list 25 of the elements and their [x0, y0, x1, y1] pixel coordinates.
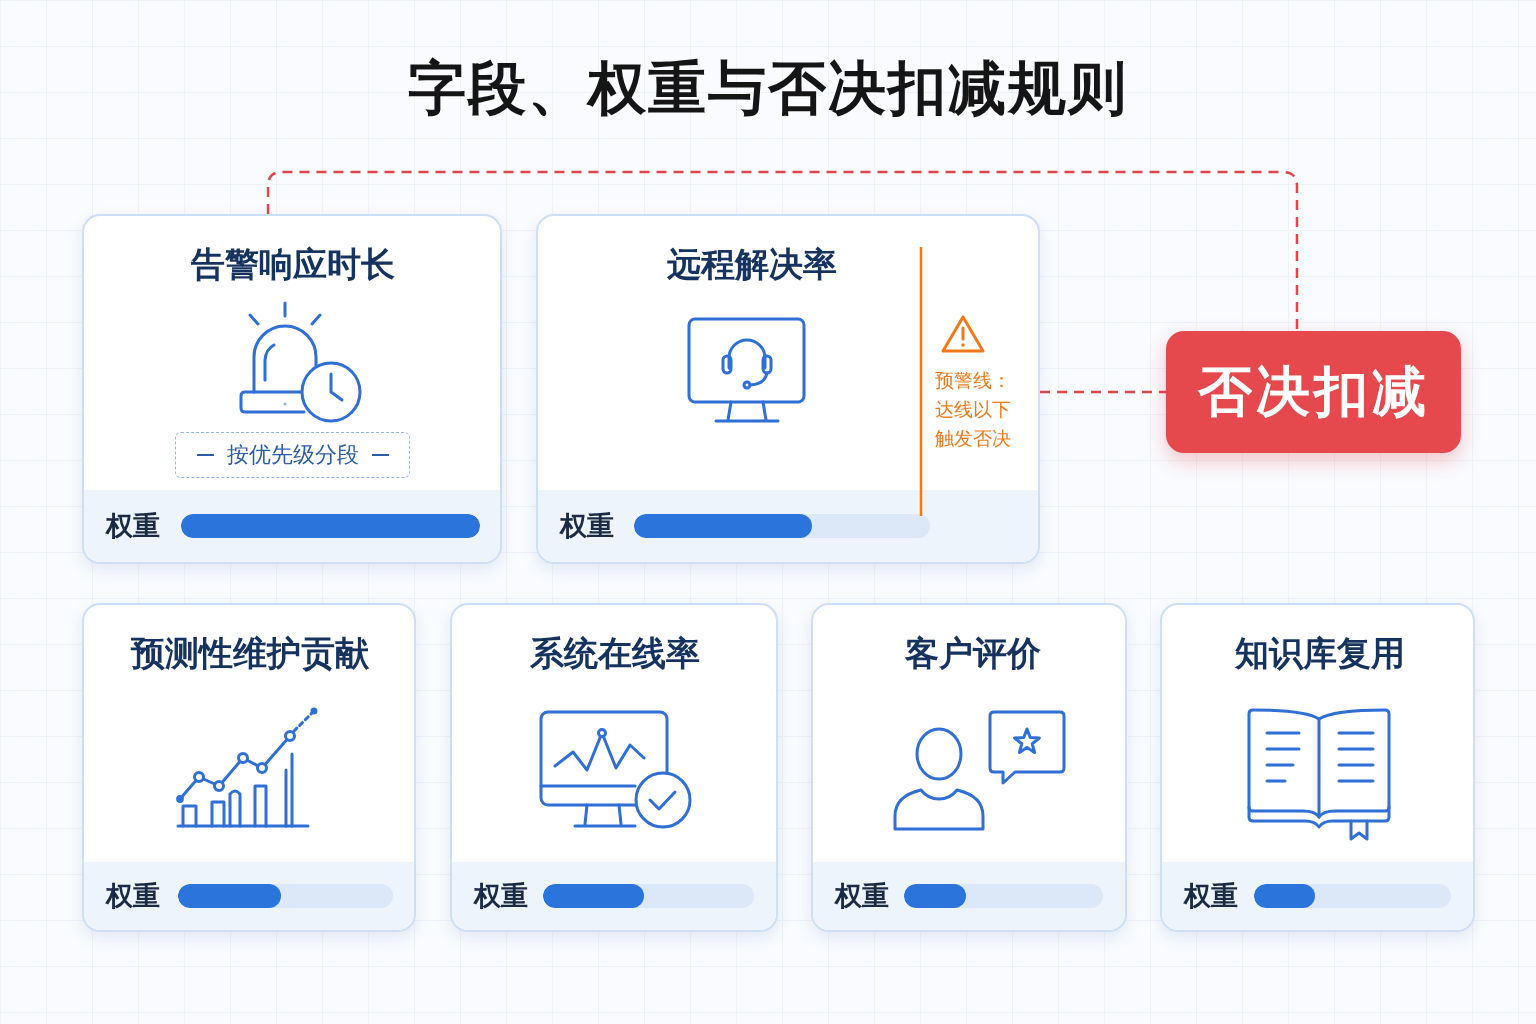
veto-label: 否决扣减	[1197, 360, 1430, 424]
weight-label: 权重	[106, 510, 160, 542]
card-title: 知识库复用	[1235, 633, 1405, 673]
weight-label: 权重	[560, 510, 614, 542]
diagram-title: 字段、权重与否决扣减规则	[408, 53, 1128, 124]
weight-label: 权重	[474, 880, 528, 912]
card-title: 告警响应时长	[191, 244, 395, 284]
metric-card	[536, 214, 1040, 564]
dashed-connector	[266, 170, 1299, 331]
card-title: 远程解决率	[667, 244, 837, 284]
dashed-connector	[1040, 390, 1166, 394]
metric-card	[811, 603, 1127, 932]
metric-card	[1160, 603, 1475, 932]
weight-label: 权重	[835, 880, 889, 912]
veto-box	[1166, 331, 1461, 453]
card-title: 系统在线率	[530, 633, 700, 673]
card-title: 预测性维护贡献	[131, 633, 369, 673]
metric-card	[82, 214, 502, 564]
metric-card	[450, 603, 778, 932]
weight-label: 权重	[1184, 880, 1238, 912]
weight-label: 权重	[106, 880, 160, 912]
card-title: 客户评价	[905, 633, 1041, 673]
metric-card	[82, 603, 416, 932]
warning-note: 预警线：达线以下触发否决	[935, 368, 1012, 451]
segment-tag	[175, 432, 410, 478]
